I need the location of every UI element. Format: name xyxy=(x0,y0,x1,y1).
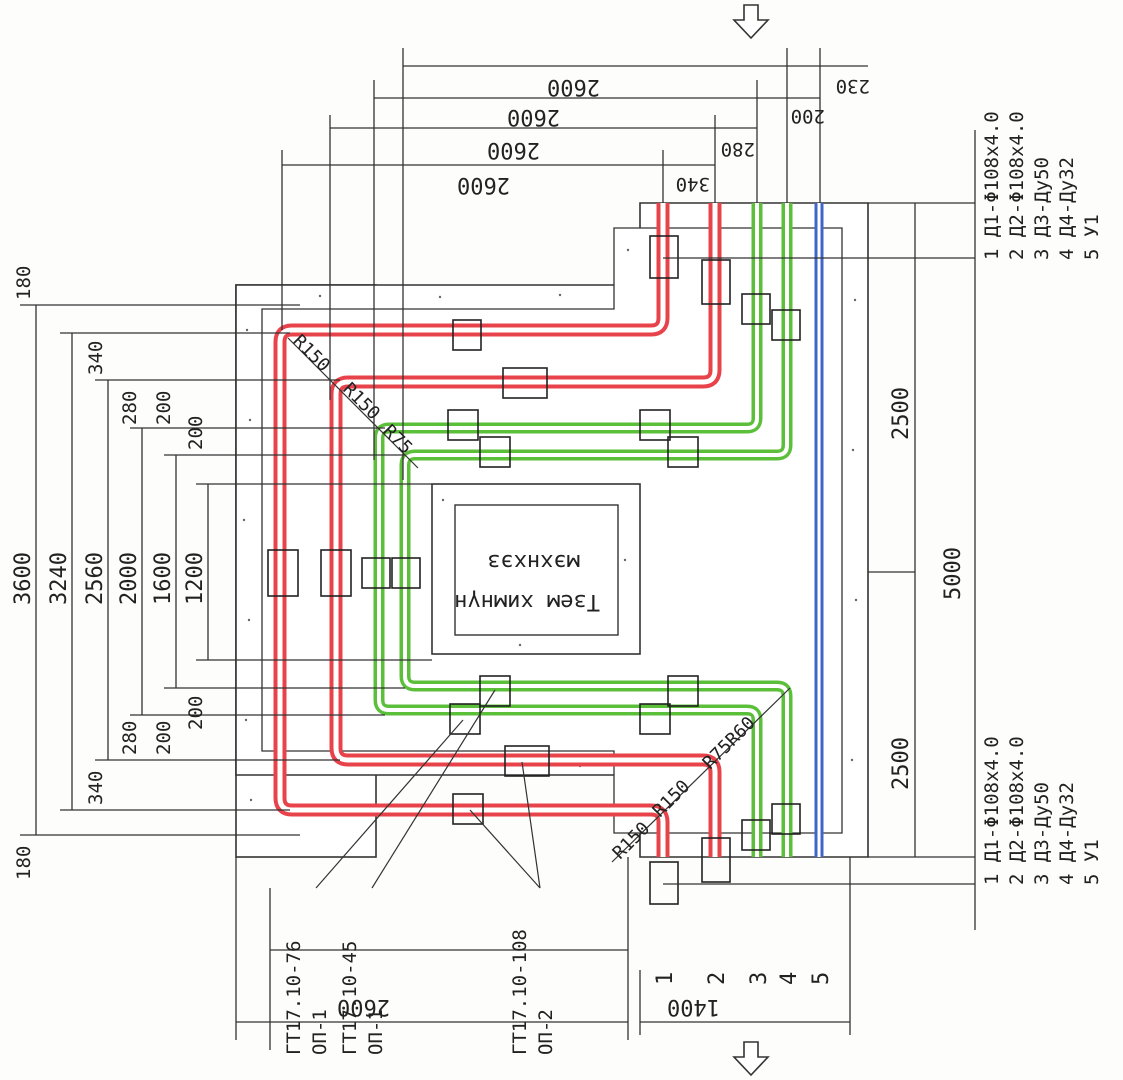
dim-bottom-2: 1400 xyxy=(667,994,720,1019)
legend-top-2: 2 Д2-Φ108x4.0 xyxy=(1006,111,1028,260)
dim-left-12: 280 xyxy=(119,721,141,755)
dim-top-1: 2600 xyxy=(547,74,600,99)
top-dimensions xyxy=(281,48,868,480)
dim-bottom-1: 2600 xyxy=(337,994,390,1019)
center-pit-inner xyxy=(454,504,619,636)
dim-left-16: 200 xyxy=(185,696,207,730)
legend-top-3: 3 Д3-Ду50 xyxy=(1031,157,1053,260)
callout-1-top: ГТ17.10-76 xyxy=(283,941,305,1055)
callout-3-top: ГТ17.10-108 xyxy=(509,929,531,1055)
dim-left-10: 340 xyxy=(85,771,107,805)
dim-top-2: 2600 xyxy=(507,104,560,129)
dim-left-13: 200 xyxy=(153,391,175,425)
callout-2-top: ГТ17.10-45 xyxy=(339,941,361,1055)
dim-left-9: 340 xyxy=(85,341,107,375)
legend-top-1: 1 Д1-Φ108x4.0 xyxy=(981,111,1003,260)
dim-left-3: 2560 xyxy=(83,552,108,605)
flow-arrow-bottom-icon xyxy=(732,1041,770,1077)
callout-leaders xyxy=(315,689,541,889)
callout-2-bottom: ОП-1 xyxy=(365,1009,387,1055)
legend-bottom-3: 3 Д3-Ду50 xyxy=(1031,782,1053,885)
flow-arrows xyxy=(732,4,770,1077)
pipe-num-3: 3 xyxy=(747,972,772,985)
dim-left-7: 180 xyxy=(13,266,35,300)
callout-1-bottom: ОП-1 xyxy=(309,1009,331,1055)
dim-top-3: 2600 xyxy=(487,137,540,162)
dim-top-7: 200 xyxy=(791,105,825,127)
dim-left-8: 180 xyxy=(13,846,35,880)
dim-top-4: 2600 xyxy=(457,172,510,197)
bottom-dimensions xyxy=(235,857,851,1050)
dim-left-14: 200 xyxy=(153,721,175,755)
legend-bottom-5: 5 У1 xyxy=(1081,839,1103,885)
flow-arrow-top-icon xyxy=(732,4,770,40)
dim-left-15: 200 xyxy=(185,416,207,450)
pipe-num-2: 2 xyxy=(705,972,730,985)
pipe-num-5: 5 xyxy=(809,972,834,985)
dim-left-11: 280 xyxy=(119,391,141,425)
dim-right-3: 2500 xyxy=(889,737,914,790)
legend-top-4: 4 Д4-Ду32 xyxy=(1056,157,1078,260)
pipe-supports xyxy=(267,235,801,905)
labels: 2600 2600 2600 2600 340 280 200 230 3600… xyxy=(11,74,1103,1055)
legend-bottom-4: 4 Д4-Ду32 xyxy=(1056,782,1078,885)
legend-bottom-1: 1 Д1-Φ108x4.0 xyxy=(981,736,1003,885)
dim-left-6: 1200 xyxy=(183,552,208,605)
dim-left-5: 1600 xyxy=(151,552,176,605)
dim-left-1: 3600 xyxy=(11,552,36,605)
dim-left-4: 2000 xyxy=(117,552,142,605)
callout-3-bottom: ОП-2 xyxy=(535,1009,557,1055)
pit-label-line-2: мэхнхэз xyxy=(487,549,580,574)
dim-top-6: 280 xyxy=(721,138,755,160)
pipes xyxy=(273,203,824,857)
dim-top-5: 340 xyxy=(676,173,710,195)
pipe-num-4: 4 xyxy=(777,972,802,985)
dim-right-1: 2500 xyxy=(889,387,914,440)
dim-top-8: 230 xyxy=(836,75,870,97)
dim-right-2: 5000 xyxy=(941,547,966,600)
pit-label-line-1: Тзем химнүн xyxy=(454,589,600,614)
pipe-num-1: 1 xyxy=(653,972,678,985)
legend-top-5: 5 У1 xyxy=(1081,214,1103,260)
legend-bottom-2: 2 Д2-Φ108x4.0 xyxy=(1006,736,1028,885)
left-dimensions xyxy=(20,304,432,836)
dim-left-2: 3240 xyxy=(47,552,72,605)
right-dimensions xyxy=(663,130,976,930)
radius-leaders xyxy=(287,337,791,863)
